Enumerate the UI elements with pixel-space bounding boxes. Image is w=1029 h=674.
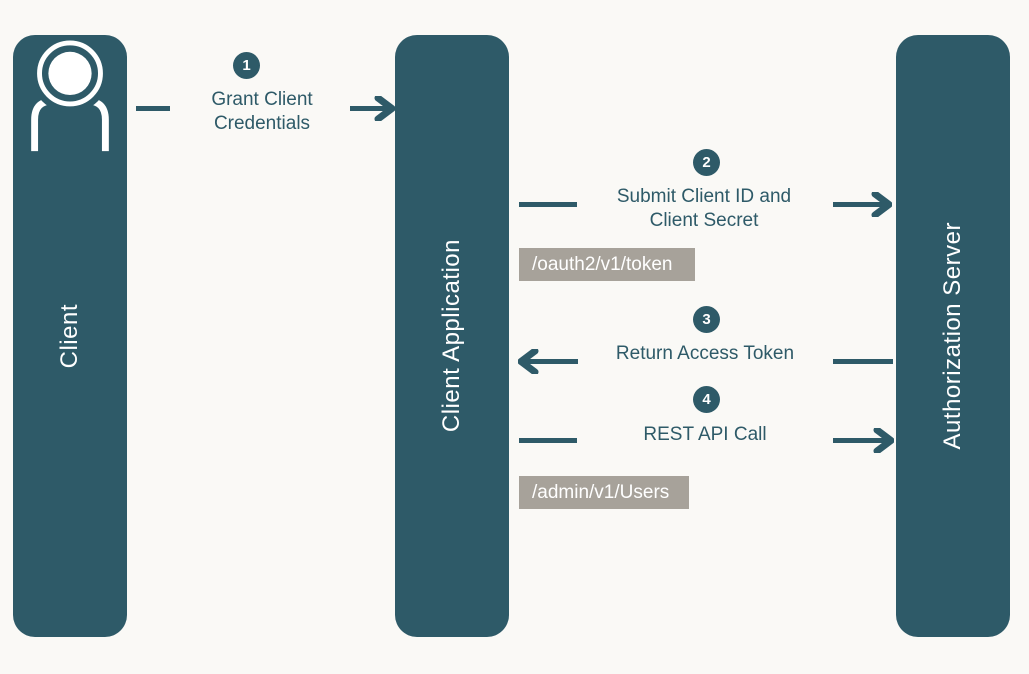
step-4-label: REST API Call: [643, 424, 767, 445]
step-1-badge: 1: [233, 52, 260, 79]
step-3-badge: 3: [693, 306, 720, 333]
step-4-badge: 4: [693, 386, 720, 413]
step-3-arrow-left-icon: [518, 349, 578, 374]
step-3-start-line: [833, 359, 893, 364]
step-3-label: Return Access Token: [615, 343, 795, 364]
step-1-label: Grant Client Credentials: [211, 89, 313, 134]
step-4-number: 4: [702, 391, 711, 408]
lane-client: Client: [13, 35, 127, 637]
step-2-label: Submit Client ID and Client Secret: [616, 186, 792, 231]
endpoint-oauth-token-label: /oauth2/v1/token: [532, 253, 673, 275]
lane-authorization-server-label: Authorization Server: [939, 222, 966, 450]
lane-client-application: Client Application: [395, 35, 509, 637]
lane-authorization-server: Authorization Server: [896, 35, 1010, 637]
endpoint-admin-users-label: /admin/v1/Users: [532, 481, 670, 503]
step-2-badge: 2: [693, 149, 720, 176]
lane-client-label: Client: [56, 303, 83, 369]
lane-client-application-label: Client Application: [438, 239, 465, 433]
endpoint-admin-users: /admin/v1/Users: [519, 476, 689, 509]
step-3-number: 3: [702, 311, 711, 328]
step-2-start-line: [519, 202, 577, 207]
step-2-number: 2: [702, 154, 711, 171]
step-2-arrow-right-icon: [833, 192, 892, 217]
step-4-start-line: [519, 438, 577, 443]
step-4-arrow-right-icon: [833, 428, 894, 453]
endpoint-oauth-token: /oauth2/v1/token: [519, 248, 695, 281]
step-1-number: 1: [242, 57, 251, 74]
step-1-arrow-right-icon: [350, 96, 395, 121]
person-icon: [30, 40, 110, 152]
step-1-start-line: [136, 106, 170, 111]
